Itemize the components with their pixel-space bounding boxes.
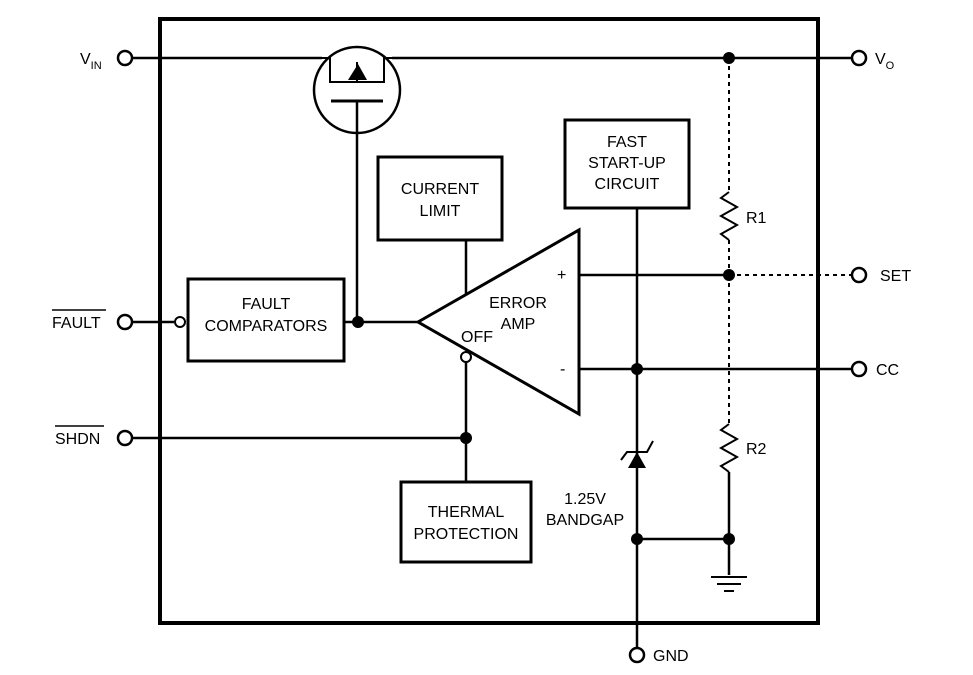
r2-resistor-icon xyxy=(718,423,740,473)
fault-pin xyxy=(116,313,134,331)
off-label: OFF xyxy=(461,329,493,346)
thermal-protection-line2: PROTECTION xyxy=(414,526,519,543)
junction-dot xyxy=(352,316,364,328)
fault-input-bubble xyxy=(174,316,186,328)
set-pin xyxy=(850,266,868,284)
junction-dot xyxy=(631,533,643,545)
cc-pin xyxy=(850,360,868,378)
bandgap-line2: BANDGAP xyxy=(546,512,624,529)
fault-comparators-block: FAULT COMPARATORS xyxy=(186,277,346,363)
r1-label: R1 xyxy=(746,210,767,227)
shdn-label: SHDN xyxy=(55,431,100,448)
r2-label: R2 xyxy=(746,441,767,458)
plus-sign: + xyxy=(557,267,566,284)
r1-resistor-icon xyxy=(718,191,740,241)
fast-startup-block: FAST START-UP CIRCUIT xyxy=(563,118,691,210)
off-input-bubble xyxy=(460,351,472,363)
error-amp-line2: AMP xyxy=(501,316,536,333)
bandgap-line1: 1.25V xyxy=(564,491,606,508)
gnd-pin xyxy=(628,646,646,664)
current-limit-line2: LIMIT xyxy=(420,203,461,220)
gnd-label: GND xyxy=(653,648,689,665)
error-amp-line1: ERROR xyxy=(489,295,547,312)
minus-sign: - xyxy=(560,361,565,378)
vo-label: VO xyxy=(875,51,895,72)
vin-label-sub: IN xyxy=(91,60,102,72)
vo-label-sub: O xyxy=(886,60,895,72)
fault-label: FAULT xyxy=(52,315,101,332)
vo-pin xyxy=(850,49,868,67)
fast-startup-line3: CIRCUIT xyxy=(595,176,660,193)
thermal-protection-block: THERMAL PROTECTION xyxy=(399,480,533,564)
set-label: SET xyxy=(880,268,911,285)
ground-icon xyxy=(711,576,747,592)
junction-dot xyxy=(631,363,643,375)
shdn-pin xyxy=(116,429,134,447)
current-limit-block: CURRENT LIMIT xyxy=(376,155,504,242)
fast-startup-line1: FAST xyxy=(607,134,647,151)
current-limit-line1: CURRENT xyxy=(401,181,479,198)
junction-dot xyxy=(460,432,472,444)
fast-startup-line2: START-UP xyxy=(588,155,666,172)
vo-label-main: V xyxy=(875,51,886,68)
thermal-protection-line1: THERMAL xyxy=(428,504,505,521)
vin-label: VIN xyxy=(80,51,102,72)
zener-diode-icon xyxy=(620,440,654,468)
vin-pin xyxy=(116,49,134,67)
fault-comparators-line1: FAULT xyxy=(242,296,291,313)
fault-comparators-line2: COMPARATORS xyxy=(205,318,328,335)
error-amp: ERROR AMP OFF + - xyxy=(414,227,581,417)
pass-transistor-icon xyxy=(312,45,402,322)
cc-label: CC xyxy=(876,362,899,379)
vin-label-main: V xyxy=(80,51,91,68)
